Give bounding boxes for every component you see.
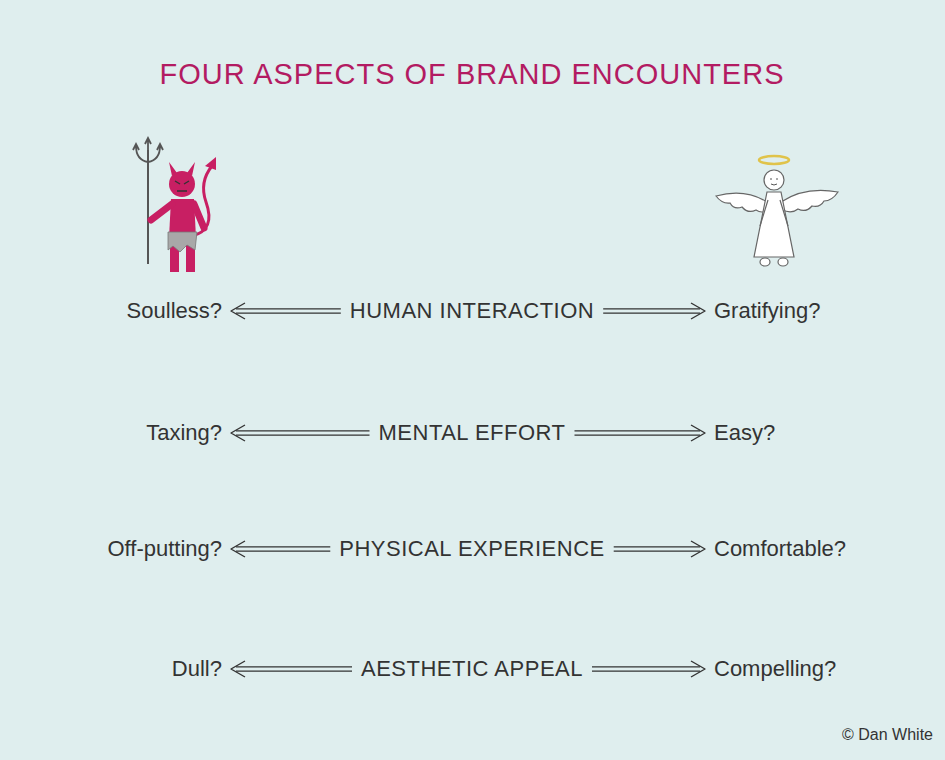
double-arrow xyxy=(592,661,705,677)
aspect-name: AESTHETIC APPEAL xyxy=(361,656,583,682)
halo xyxy=(759,156,789,164)
angel-foot xyxy=(778,258,788,266)
arrow-shaft xyxy=(592,667,700,671)
devil-horns xyxy=(169,162,195,176)
devil-arm xyxy=(194,204,204,228)
arrow-shaft xyxy=(614,547,700,551)
angel-figure xyxy=(716,156,838,266)
positive-pole: Easy? xyxy=(714,420,775,446)
arrow-head xyxy=(231,541,245,557)
arrow-shaft xyxy=(236,547,330,551)
arrow-head xyxy=(691,541,705,557)
double-arrow xyxy=(603,303,705,319)
arrow-head xyxy=(231,661,245,677)
tail-tip xyxy=(205,157,216,170)
double-arrow xyxy=(231,303,341,319)
positive-pole: Gratifying? xyxy=(714,298,820,324)
arrow-shaft xyxy=(236,431,370,435)
arrow-shaft xyxy=(603,309,700,313)
aspect-name: PHYSICAL EXPERIENCE xyxy=(339,536,604,562)
arrow-shaft xyxy=(575,431,701,435)
angel-wing xyxy=(781,190,838,211)
positive-pole: Comfortable? xyxy=(714,536,846,562)
double-arrow xyxy=(575,425,706,441)
double-arrow xyxy=(231,661,352,677)
diagram-title: FOUR ASPECTS OF BRAND ENCOUNTERS xyxy=(160,57,785,92)
copyright-note: © Dan White xyxy=(842,725,933,744)
angel-robe xyxy=(754,192,794,257)
angel-wing xyxy=(716,193,768,212)
aspect-name: HUMAN INTERACTION xyxy=(350,298,594,324)
angel-foot xyxy=(760,258,770,266)
arrow-head xyxy=(691,661,705,677)
trident-pole xyxy=(147,150,149,264)
arrow-head xyxy=(691,303,705,319)
arrow-head xyxy=(231,303,245,319)
double-arrow xyxy=(231,425,370,441)
loincloth xyxy=(168,232,197,252)
positive-pole: Compelling? xyxy=(714,656,836,682)
devil-arm xyxy=(151,204,172,220)
arrow-head xyxy=(691,425,705,441)
arrow-head xyxy=(231,425,245,441)
negative-pole: Off-putting? xyxy=(107,536,222,562)
arrow-shaft xyxy=(236,667,352,671)
arrow-shaft xyxy=(236,309,341,313)
angel-arms xyxy=(760,200,788,226)
angel-face xyxy=(770,179,778,185)
double-arrow xyxy=(614,541,705,557)
angel-head xyxy=(764,170,784,190)
devil-face xyxy=(175,181,189,191)
trident-head xyxy=(133,138,163,162)
arrow-group xyxy=(231,303,705,677)
negative-pole: Soulless? xyxy=(127,298,222,324)
double-arrow xyxy=(231,541,330,557)
aspect-name: MENTAL EFFORT xyxy=(379,420,566,446)
negative-pole: Taxing? xyxy=(146,420,222,446)
negative-pole: Dull? xyxy=(172,656,222,682)
devil-figure xyxy=(133,138,216,272)
